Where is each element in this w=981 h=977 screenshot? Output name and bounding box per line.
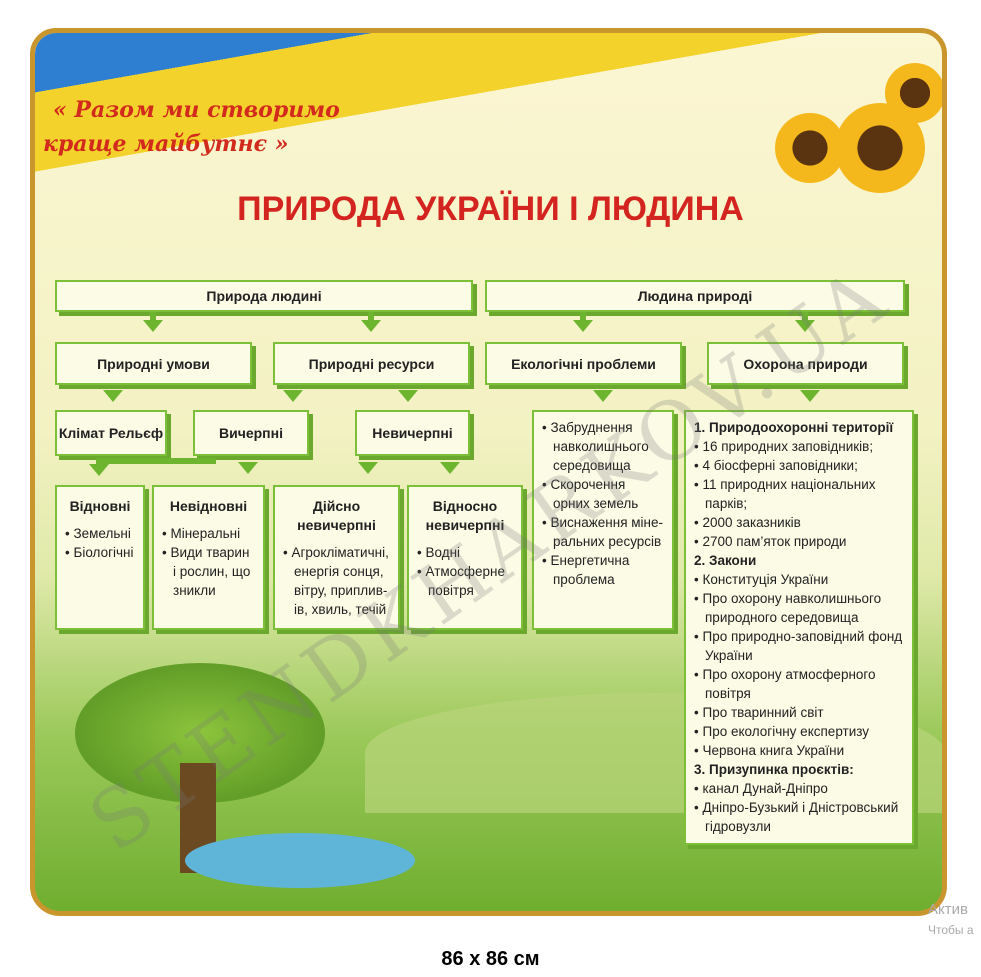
activation-notice: Актив Чтобы а [928, 900, 974, 940]
list-item: Конституція України [694, 570, 904, 589]
box-nonrenewable: Невідновні МінеральніВиди тварин і росли… [152, 485, 265, 630]
size-caption: 86 x 86 см [441, 948, 540, 970]
arrow-down-icon [103, 390, 123, 402]
list-item: 11 природних національних парків; [694, 475, 904, 513]
stream-illustration [185, 833, 415, 888]
box-title: Відновні [69, 498, 131, 514]
arrow-down-icon [358, 462, 378, 474]
list-item: Про екологічну експертизу [694, 722, 904, 741]
list-item: Червона книга України [694, 741, 904, 760]
list-item: Біологічні [65, 543, 135, 562]
arrow-down-icon [143, 320, 163, 332]
list-item: канал Дунай-Дніпро [694, 779, 904, 798]
list-item: Про охорону навколишнього природного сер… [694, 589, 904, 627]
box-protection-list: 1. Природоохоронні території 16 природни… [684, 410, 914, 845]
arrow-down-icon [440, 462, 460, 474]
arrow-down-icon [283, 390, 303, 402]
list-item: Про охорону атмосферного повітря [694, 665, 904, 703]
list-item: Атмосферне повітря [417, 562, 513, 600]
connector-line [150, 312, 156, 320]
list-item: Мінеральні [162, 524, 255, 543]
box-nature-protection: Охорона природи [707, 342, 904, 385]
box-exhaustible: Вичерпні [193, 410, 309, 456]
sunflower-icon [775, 113, 845, 183]
box-man-for-nature: Людина природі [485, 280, 905, 312]
slogan-line: « Разом ми створимо [53, 97, 340, 123]
box-truly-inexhaustible: Дійсно невичерпні Агрокліматичні, енергі… [273, 485, 400, 630]
list-item: 2700 пам’яток природи [694, 532, 904, 551]
section-heading: 2. Закони [694, 553, 757, 568]
box-problems-list: Забруднення навколишнього середовища Ско… [532, 410, 674, 630]
list-item: Енергетична проблема [542, 551, 664, 589]
arrow-down-icon [361, 320, 381, 332]
list-item: Забруднення навколишнього середовища [542, 418, 664, 475]
connector-line [802, 312, 808, 320]
box-title: Невідновні [169, 498, 248, 514]
poster-title: ПРИРОДА УКРАЇНИ І ЛЮДИНА [237, 190, 744, 228]
sunflower-icon [885, 63, 942, 123]
activation-line: Чтобы а [928, 923, 974, 937]
list-item: Види тварин і рослин, що зникли [162, 543, 255, 600]
box-eco-problems: Екологічні проблеми [485, 342, 682, 385]
box-nature-for-man: Природа людині [55, 280, 473, 312]
box-inexhaustible: Невичерпні [355, 410, 470, 456]
list-item: 4 біосферні заповідники; [694, 456, 904, 475]
box-title: Дійсно невичерпні [297, 498, 376, 533]
arrow-down-icon [573, 320, 593, 332]
connector-line [580, 312, 586, 320]
arrow-down-icon [89, 464, 109, 476]
arrow-down-icon [795, 320, 815, 332]
list-item: Виснаження міне-ральних ресурсів [542, 513, 664, 551]
section-heading: 1. Природоохоронні території [694, 420, 894, 435]
box-renewable: Відновні ЗемельніБіологічні [55, 485, 145, 630]
list-item: Водні [417, 543, 513, 562]
activation-line: Актив [928, 901, 968, 918]
list-item: Агрокліматичні, енергія сонця, вітру, пр… [283, 543, 390, 619]
box-natural-conditions: Природні умови [55, 342, 252, 385]
connector-line [96, 458, 216, 464]
connector-line [368, 312, 374, 320]
box-climate-relief: Клімат Рельєф [55, 410, 167, 456]
arrow-down-icon [398, 390, 418, 402]
arrow-down-icon [238, 462, 258, 474]
list-item: 2000 заказників [694, 513, 904, 532]
list-item: 16 природних заповідників; [694, 437, 904, 456]
box-natural-resources: Природні ресурси [273, 342, 470, 385]
list-item: Про природно-заповідний фонд України [694, 627, 904, 665]
list-item: Про тваринний світ [694, 703, 904, 722]
arrow-down-icon [593, 390, 613, 402]
arrow-down-icon [800, 390, 820, 402]
box-relatively-inexhaustible: Відносно невичерпні ВодніАтмосферне пові… [407, 485, 523, 630]
slogan: « Разом ми створимо краще майбутнє » [43, 93, 340, 161]
slogan-line: краще майбутнє » [43, 131, 289, 157]
list-item: Дніпро-Бузький і Дністровський гідровузл… [694, 798, 904, 836]
section-heading: 3. Призупинка проєктів: [694, 762, 854, 777]
box-title: Відносно невичерпні [425, 498, 505, 533]
list-item: Земельні [65, 524, 135, 543]
list-item: Скорочення орних земель [542, 475, 664, 513]
